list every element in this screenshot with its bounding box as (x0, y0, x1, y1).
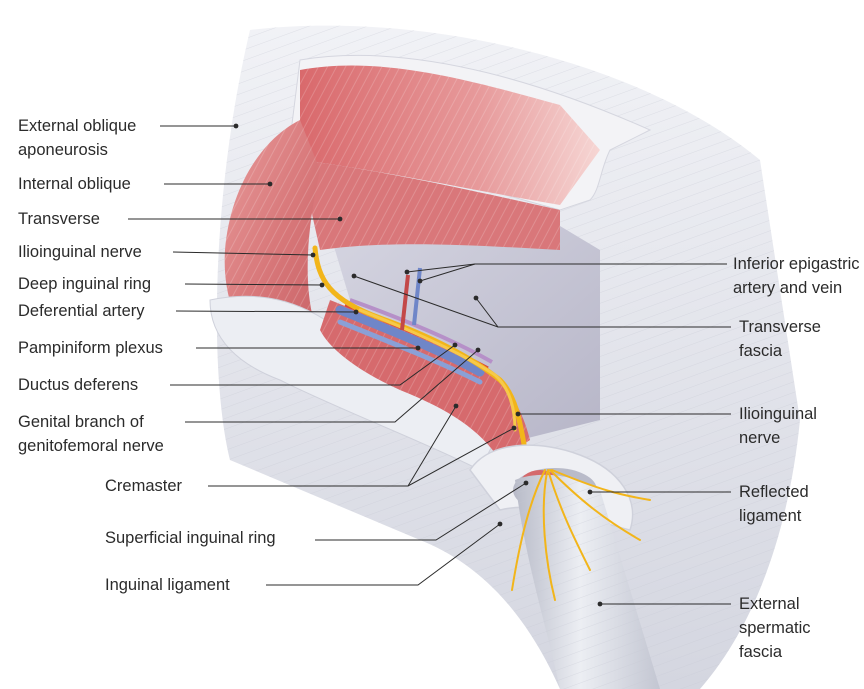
label-genital-branch-leader-dot (476, 348, 481, 353)
label-inferior-epigastric-line: artery and vein (733, 276, 860, 300)
label-ilioinguinal-nerve-right-line: Ilioinguinal (739, 402, 817, 426)
label-transverse-leader-dot (338, 217, 343, 222)
label-transverse-fascia-line: Transverse (739, 315, 821, 339)
label-pampiniform-plexus-line: Pampiniform plexus (18, 336, 163, 360)
label-ilioinguinal-nerve-left: Ilioinguinal nerve (18, 240, 142, 264)
label-cremaster-leader-dot (454, 404, 459, 409)
label-genital-branch-line: genitofemoral nerve (18, 434, 164, 458)
label-external-oblique-aponeurosis-line: aponeurosis (18, 138, 136, 162)
label-ductus-deferens-line: Ductus deferens (18, 373, 138, 397)
label-transverse-fascia-1-leader-dot (474, 296, 479, 301)
label-cremaster: Cremaster (105, 474, 182, 498)
label-superficial-inguinal-ring-line: Superficial inguinal ring (105, 526, 276, 550)
label-deferential-artery-line: Deferential artery (18, 299, 145, 323)
label-deep-inguinal-ring-line: Deep inguinal ring (18, 272, 151, 296)
label-deep-inguinal-ring-leader-dot (320, 283, 325, 288)
label-internal-oblique-line: Internal oblique (18, 172, 131, 196)
label-external-spermatic-fascia-line: spermatic (739, 616, 811, 640)
label-external-oblique-aponeurosis-leader-dot (234, 124, 239, 129)
label-inguinal-ligament-leader-dot (498, 522, 503, 527)
label-inferior-epigastric-leader-dot (405, 270, 410, 275)
label-reflected-ligament-line: Reflected (739, 480, 809, 504)
label-inferior-epigastric-line: Inferior epigastric (733, 252, 860, 276)
label-pampiniform-plexus: Pampiniform plexus (18, 336, 163, 360)
label-internal-oblique-leader-dot (268, 182, 273, 187)
label-transverse-fascia-line: fascia (739, 339, 821, 363)
label-transverse-line: Transverse (18, 207, 100, 231)
label-ilioinguinal-nerve-right-leader-dot (516, 412, 521, 417)
label-inguinal-ligament: Inguinal ligament (105, 573, 230, 597)
label-transverse: Transverse (18, 207, 100, 231)
label-inferior-epigastric-1-leader-dot (418, 279, 423, 284)
label-ilioinguinal-nerve-left-leader-dot (311, 253, 316, 258)
label-transverse-fascia-leader-dot (352, 274, 357, 279)
label-ductus-deferens: Ductus deferens (18, 373, 138, 397)
label-inguinal-ligament-line: Inguinal ligament (105, 573, 230, 597)
label-ilioinguinal-nerve-left-line: Ilioinguinal nerve (18, 240, 142, 264)
label-external-spermatic-fascia-line: fascia (739, 640, 811, 664)
label-reflected-ligament-line: ligament (739, 504, 809, 528)
label-cremaster-1-leader-dot (512, 426, 517, 431)
label-genital-branch-line: Genital branch of (18, 410, 164, 434)
label-superficial-inguinal-ring-leader-dot (524, 481, 529, 486)
label-deep-inguinal-ring: Deep inguinal ring (18, 272, 151, 296)
label-deferential-artery-leader-dot (354, 310, 359, 315)
label-pampiniform-plexus-leader-dot (416, 346, 421, 351)
label-cremaster-line: Cremaster (105, 474, 182, 498)
label-external-oblique-aponeurosis-line: External oblique (18, 114, 136, 138)
label-reflected-ligament-leader-dot (588, 490, 593, 495)
label-superficial-inguinal-ring: Superficial inguinal ring (105, 526, 276, 550)
label-external-spermatic-fascia-leader-dot (598, 602, 603, 607)
label-ilioinguinal-nerve-right-line: nerve (739, 426, 817, 450)
label-internal-oblique: Internal oblique (18, 172, 131, 196)
label-external-spermatic-fascia-line: External (739, 592, 811, 616)
label-deferential-artery: Deferential artery (18, 299, 145, 323)
label-ductus-deferens-leader-dot (453, 343, 458, 348)
